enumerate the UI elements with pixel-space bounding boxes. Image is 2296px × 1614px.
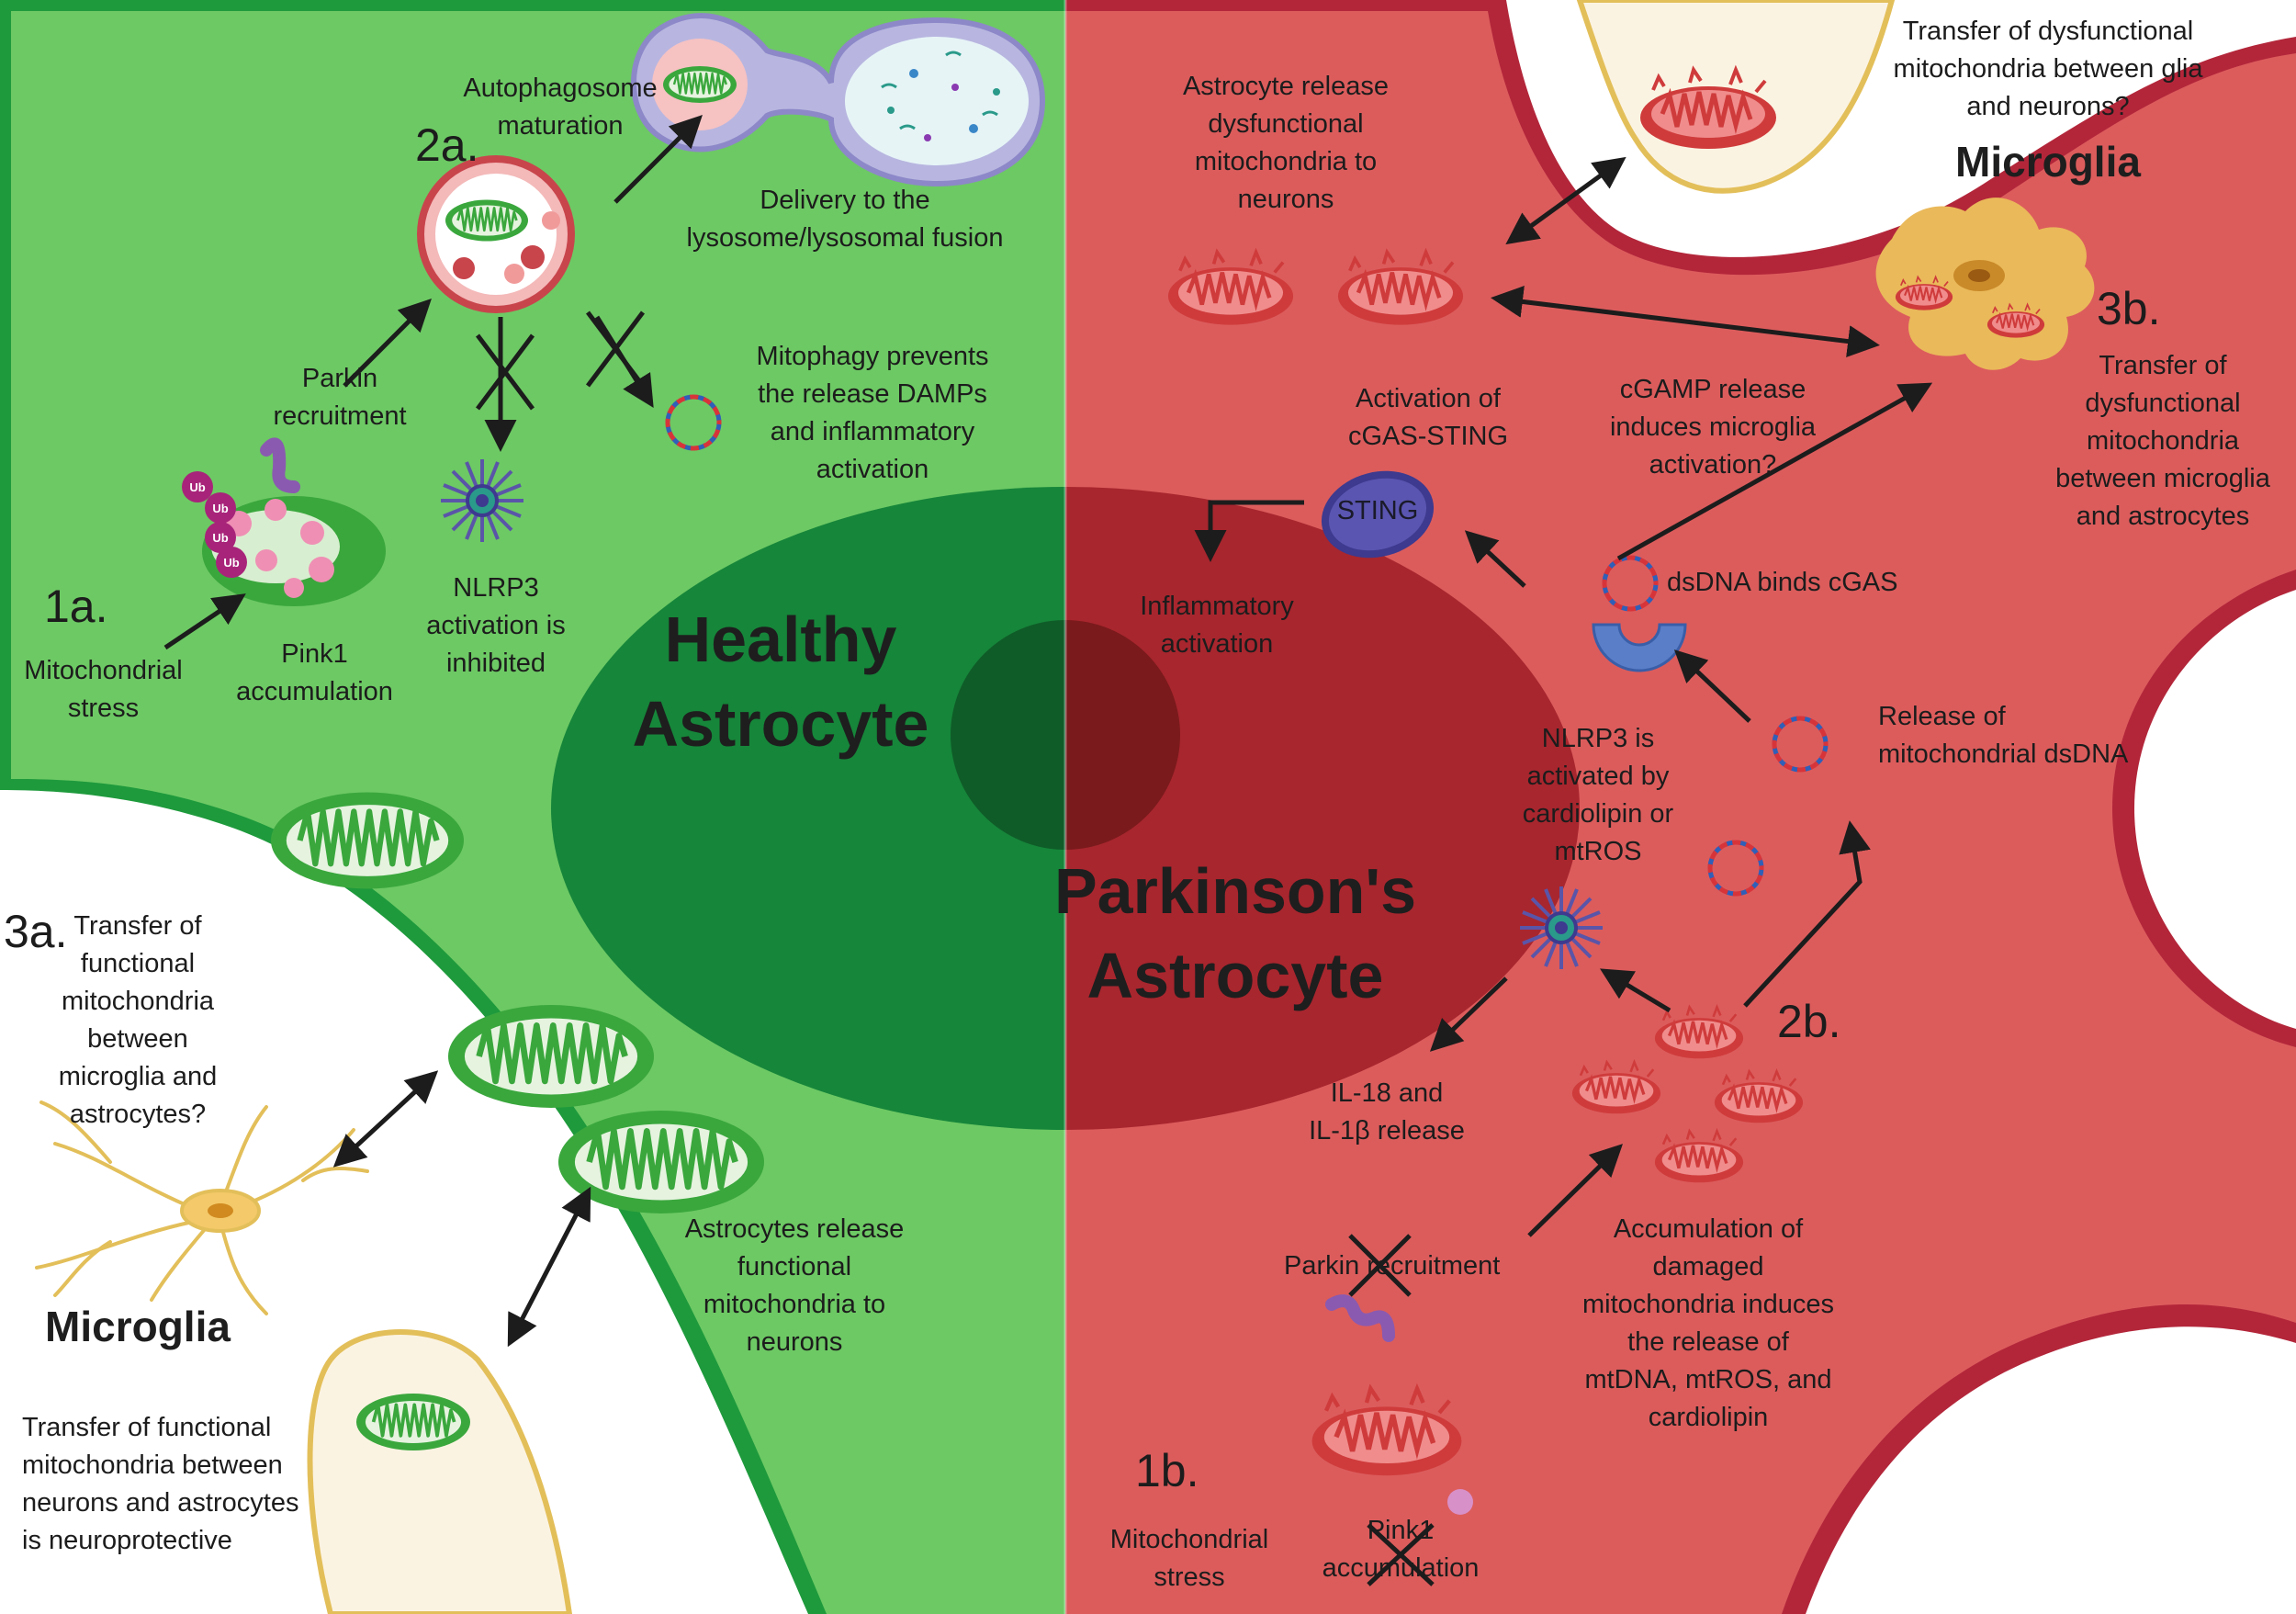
nlrp3-inflammasome-icon <box>1518 885 1604 971</box>
label-healthy-pink1: Pink1 accumulation <box>236 639 393 706</box>
label-glia-neurons: Transfer of dysfunctional mitochondria b… <box>1893 17 2203 121</box>
label-nlrp3-activated: NLRP3 is activated by cardiolipin or mtR… <box>1522 724 1674 866</box>
svg-text:Ub: Ub <box>189 480 205 494</box>
svg-text:Ub: Ub <box>223 556 239 570</box>
arrow-icon <box>163 115 1933 1348</box>
label-pd-mito-stress: Mitochondrial stress <box>1109 1525 1269 1592</box>
microglia-icon <box>35 1100 369 1315</box>
nlrp3-inflammasome-icon <box>439 457 525 544</box>
label-nlrp3-inhibited: NLRP3 activation is inhibited <box>426 573 566 678</box>
label-release-functional: Astrocytes release functional mitochondr… <box>684 1214 905 1357</box>
mitochondrion-icon <box>448 1005 654 1108</box>
label-lysosome: Delivery to the lysosome/lysosomal fusio… <box>686 186 1004 253</box>
label-autophagosome: Autophagosome maturation <box>463 73 658 141</box>
label-healthy-parkin: Parkin recruitment <box>273 364 407 431</box>
label-transfer-neurons: Transfer of functional mitochondria betw… <box>22 1413 299 1555</box>
cgas-icon <box>1592 623 1687 672</box>
label-pd-parkin: Parkin recruitment <box>1284 1251 1501 1281</box>
label-cgamp: cGAMP release induces microglia activati… <box>1609 375 1817 480</box>
label-inflammatory: Inflammatory activation <box>1140 592 1294 659</box>
label-healthy-mito-stress: Mitochondrial stress <box>24 656 183 723</box>
label-release-dsdna: Release of mitochondrial dsDNA <box>1878 702 2129 769</box>
label-transfer-3b: Transfer of dysfunctional mitochondria b… <box>2055 351 2270 531</box>
svg-text:Ub: Ub <box>212 531 228 545</box>
healthy-astrocyte-title: Healthy Astrocyte <box>632 604 929 760</box>
label-mitophagy: Mitophagy prevents the release DAMPs and… <box>756 342 989 484</box>
label-pd-pink1: Pink1 accumulation <box>1322 1516 1480 1583</box>
parkin-icon <box>260 437 300 493</box>
mitochondrion-icon <box>558 1111 764 1213</box>
label-accumulation: Accumulation of damaged mitochondria ind… <box>1581 1214 1835 1432</box>
parkin-icon <box>1325 1294 1395 1342</box>
parkinsons-astrocyte-title: Parkinson's Astrocyte <box>1053 855 1417 1011</box>
step-3b: 3b. <box>2097 283 2161 334</box>
label-release-dysfunctional: Astrocyte release dysfunctional mitochon… <box>1182 72 1390 214</box>
label-il-release: IL-18 and IL-1β release <box>1309 1078 1465 1146</box>
step-3a: 3a. <box>4 906 68 957</box>
autophagosome-icon <box>417 155 575 313</box>
pink1-icon <box>1447 1489 1473 1515</box>
microglia-title-bottom: Microglia <box>45 1303 231 1350</box>
label-transfer-functional-microglia: Transfer of functional mitochondria betw… <box>58 911 218 1129</box>
step-1a: 1a. <box>44 581 108 632</box>
mitochondrion-icon <box>271 793 464 889</box>
microglia-title-top: Microglia <box>1955 138 2141 186</box>
label-cgas-sting: Activation of cGAS-STING <box>1347 384 1508 451</box>
svg-text:Ub: Ub <box>212 502 228 515</box>
neuron-icon <box>307 1329 573 1614</box>
step-2b: 2b. <box>1777 996 1841 1047</box>
microglia-icon <box>1875 198 2095 370</box>
step-2a: 2a. <box>415 119 479 171</box>
label-sting: STING <box>1336 496 1419 525</box>
ubiquitin-icon: Ub Ub Ub Ub <box>182 471 247 578</box>
inhibition-cross-icon <box>1348 1234 1435 1586</box>
neuron-icon <box>1576 0 1896 194</box>
lysosome-icon <box>631 13 1046 187</box>
label-dsdna-binds: dsDNA binds cGAS <box>1667 568 1898 597</box>
step-1b: 1b. <box>1135 1445 1199 1496</box>
